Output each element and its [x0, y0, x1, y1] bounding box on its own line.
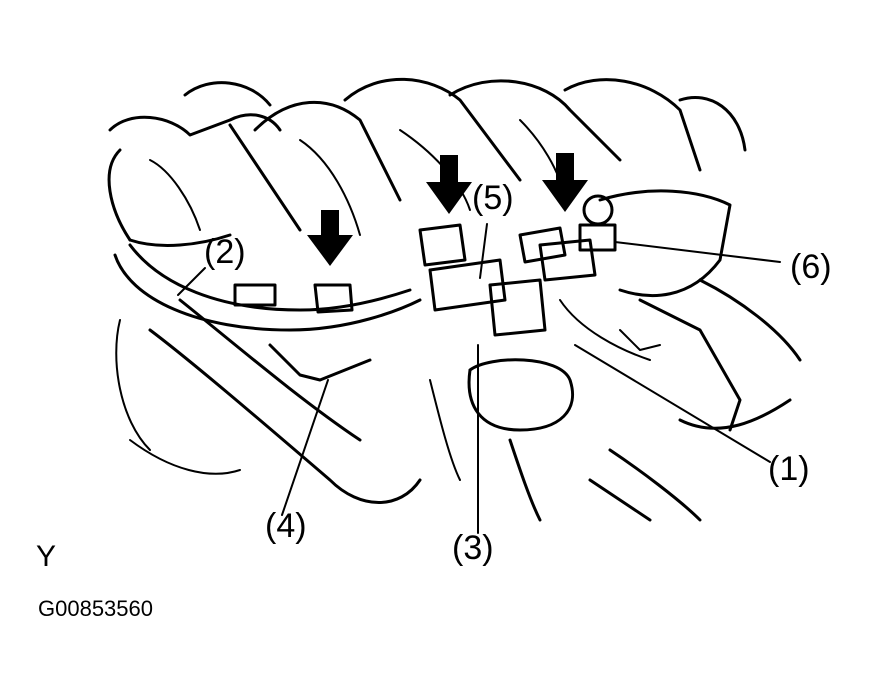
figure-code: G00853560: [38, 596, 153, 621]
callout-3: (3): [452, 529, 494, 567]
callout-6: (6): [790, 248, 832, 286]
callout-5: (5): [472, 179, 514, 217]
callout-1: (1): [768, 450, 810, 488]
leader-line-5: [479, 223, 488, 279]
leader-line-2: [177, 267, 206, 296]
view-letter: Y: [36, 540, 57, 573]
callout-2: (2): [204, 233, 246, 271]
down-arrow-icon: [542, 153, 588, 212]
down-arrow-icon: [307, 210, 353, 266]
intake-manifold-drawing: [107, 77, 802, 522]
callout-4: (4): [265, 507, 307, 545]
leader-lines: [177, 223, 781, 534]
down-arrow-icon: [426, 155, 472, 214]
leader-line-6: [614, 241, 781, 263]
leader-line-1: [574, 344, 771, 463]
leader-line-4: [281, 379, 329, 516]
